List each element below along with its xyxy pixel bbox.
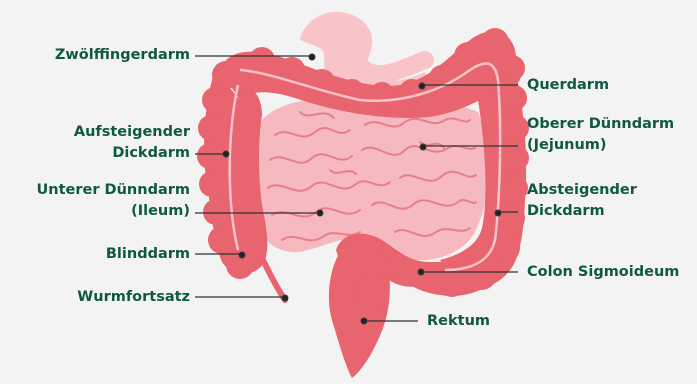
label-appendix-line1: Wurmfortsatz [77, 287, 190, 308]
label-ileum-line2: (Ileum) [37, 201, 190, 222]
label-duodenum: Zwölffingerdarm [55, 45, 190, 66]
label-jejunum-line1: Oberer Dünndarm [527, 114, 674, 135]
label-ascending-colon-line1: Aufsteigender [74, 122, 190, 143]
label-rectum-line1: Rektum [427, 311, 490, 332]
label-descending-colon: Absteigender Dickdarm [527, 180, 637, 222]
label-cecum-line1: Blinddarm [106, 244, 190, 265]
appendix-shape [262, 258, 285, 300]
label-ileum-line1: Unterer Dünndarm [37, 180, 190, 201]
label-rectum: Rektum [427, 311, 490, 332]
label-transverse-colon-line1: Querdarm [527, 75, 609, 96]
label-sigmoid-colon-line1: Colon Sigmoideum [527, 262, 679, 283]
label-transverse-colon: Querdarm [527, 75, 609, 96]
label-ileum: Unterer Dünndarm (Ileum) [37, 180, 190, 222]
label-descending-colon-line1: Absteigender [527, 180, 637, 201]
label-jejunum: Oberer Dünndarm (Jejunum) [527, 114, 674, 156]
label-jejunum-line2: (Jejunum) [527, 135, 674, 156]
label-ascending-colon: Aufsteigender Dickdarm [74, 122, 190, 164]
label-descending-colon-line2: Dickdarm [527, 201, 637, 222]
label-sigmoid-colon: Colon Sigmoideum [527, 262, 679, 283]
label-appendix: Wurmfortsatz [77, 287, 190, 308]
label-cecum: Blinddarm [106, 244, 190, 265]
label-duodenum-line1: Zwölffingerdarm [55, 45, 190, 66]
label-ascending-colon-line2: Dickdarm [74, 143, 190, 164]
